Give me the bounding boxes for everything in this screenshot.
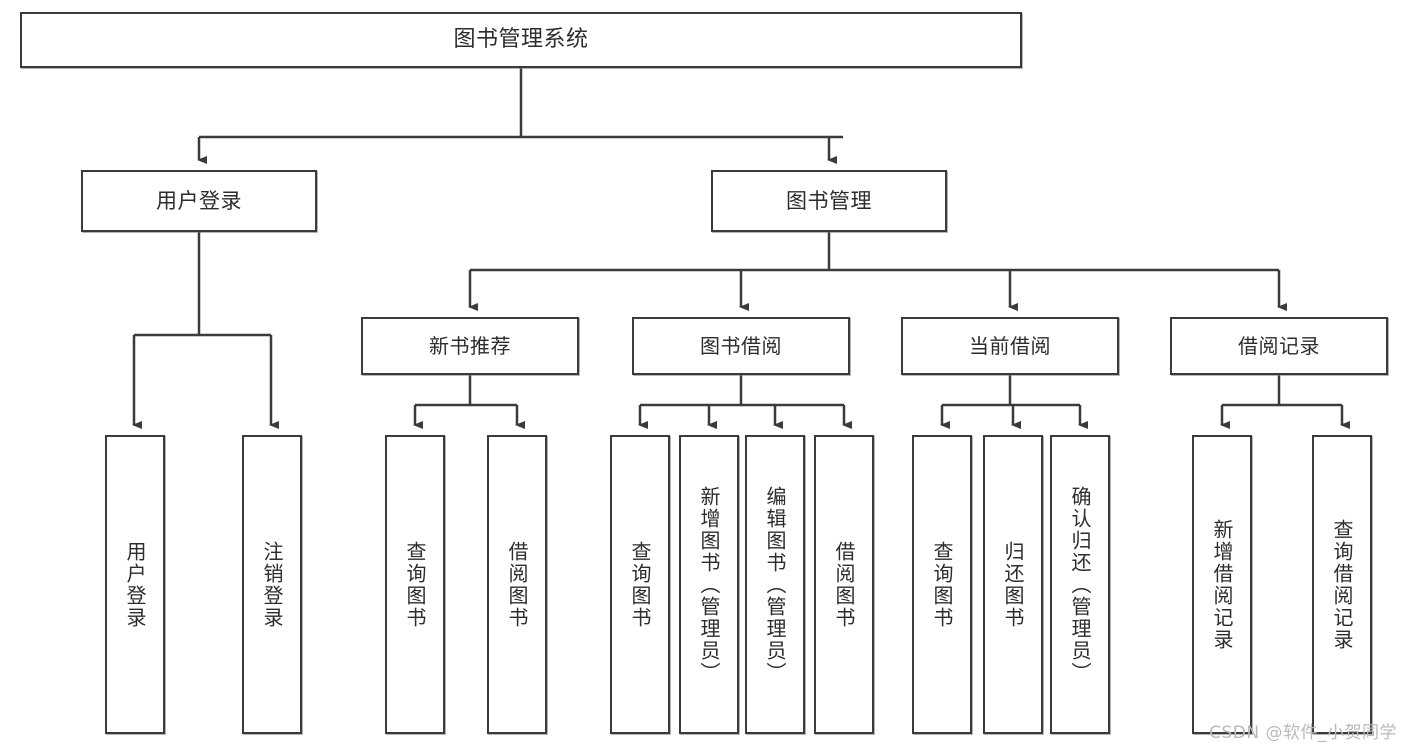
node-book-manage[interactable]: 图书管理 [711,170,947,232]
node-label: 查询图书 [403,540,427,629]
node-new-book-recommend[interactable]: 新书推荐 [361,317,579,375]
node-label: 查询图书 [930,540,954,629]
node-root-system[interactable]: 图书管理系统 [20,12,1022,68]
node-label: 借阅图书 [832,540,856,629]
node-leaf-add-book[interactable]: 新增图书（管理员） [679,435,739,734]
node-leaf-add-record[interactable]: 新增借阅记录 [1192,435,1252,734]
node-leaf-return-book[interactable]: 归还图书 [983,435,1043,734]
node-leaf-query-book-2[interactable]: 查询图书 [610,435,670,734]
node-label: 查询借阅记录 [1330,518,1354,651]
node-label: 图书管理系统 [453,27,589,53]
node-label: 确认归还（管理员） [1068,485,1092,684]
node-leaf-query-record[interactable]: 查询借阅记录 [1312,435,1372,734]
node-book-borrow[interactable]: 图书借阅 [632,317,850,375]
node-label: 图书管理 [786,188,872,213]
node-leaf-edit-book[interactable]: 编辑图书（管理员） [745,435,805,734]
node-label: 新书推荐 [429,333,511,358]
node-leaf-confirm-return[interactable]: 确认归还（管理员） [1050,435,1110,734]
node-label: 用户登录 [123,540,147,629]
node-label: 新增图书（管理员） [697,485,721,684]
node-label: 归还图书 [1001,540,1025,629]
node-label: 借阅记录 [1238,333,1320,358]
node-label: 注销登录 [260,540,284,629]
node-label: 借阅图书 [505,540,529,629]
node-borrow-record[interactable]: 借阅记录 [1170,317,1388,375]
node-leaf-user-login[interactable]: 用户登录 [105,435,165,734]
node-label: 新增借阅记录 [1210,518,1234,651]
node-leaf-query-book-3[interactable]: 查询图书 [912,435,972,734]
node-leaf-borrow-book-2[interactable]: 借阅图书 [814,435,874,734]
node-label: 编辑图书（管理员） [763,485,787,684]
node-leaf-query-book-1[interactable]: 查询图书 [385,435,445,734]
node-label: 用户登录 [156,188,242,213]
node-label: 查询图书 [628,540,652,629]
node-label: 图书借阅 [700,333,782,358]
csdn-watermark: CSDN @软件_小贺同学 [1209,723,1397,743]
node-label: 当前借阅 [969,333,1051,358]
node-user-login[interactable]: 用户登录 [81,170,317,232]
node-leaf-logout[interactable]: 注销登录 [242,435,302,734]
node-leaf-borrow-book-1[interactable]: 借阅图书 [487,435,547,734]
node-current-borrow[interactable]: 当前借阅 [901,317,1119,375]
